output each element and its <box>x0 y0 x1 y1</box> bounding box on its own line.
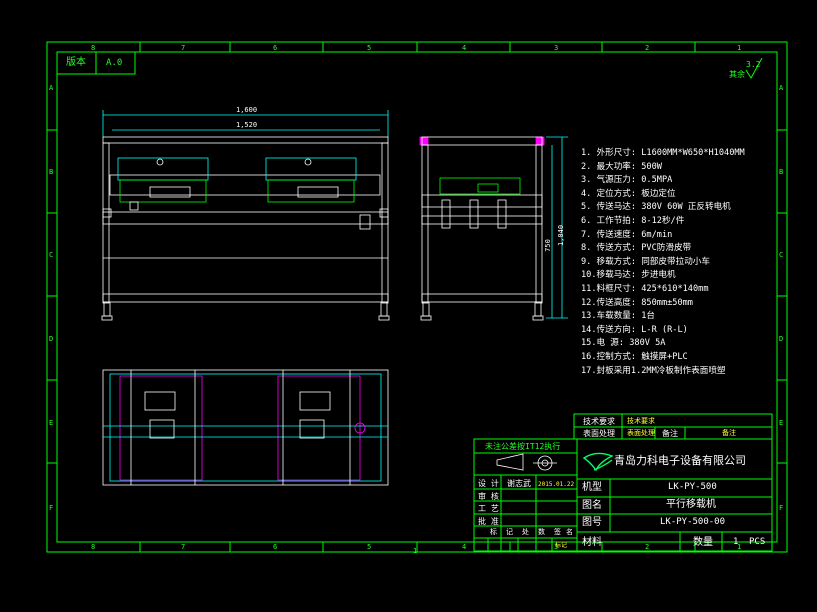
zone-right-a: A <box>779 84 784 92</box>
qty-value: 1 <box>733 537 739 547</box>
approve-label: 批 准 <box>478 517 499 526</box>
drawing-name-label: 图名 <box>582 500 602 511</box>
zone-top-2: 2 <box>645 44 650 52</box>
spec-line: 2. 最大功率: 500W <box>581 161 662 172</box>
zone-right-b: B <box>779 168 784 176</box>
qty-label: 数量 <box>693 537 713 548</box>
zone-left-f: F <box>49 504 54 512</box>
roughness-symbol-icon <box>745 57 763 79</box>
zone-bottom-1: 1 <box>737 543 742 551</box>
dim-inner-length: 1,520 <box>236 121 258 129</box>
title-block-grid <box>473 413 773 552</box>
drawing-frame <box>46 41 788 553</box>
dim-overall-length: 1,600 <box>236 106 258 114</box>
designer-name: 谢志武 <box>507 479 531 488</box>
tolerance-note: 未注公差按IT12执行 <box>485 442 561 451</box>
roughness-value: 3.2 <box>746 60 761 69</box>
drawing-name-value: 平行移载机 <box>666 499 716 510</box>
drawing-no-value: LK-PY-500-00 <box>660 517 726 527</box>
zone-left-e: E <box>49 419 54 427</box>
dim-height-750: 750 <box>543 239 552 252</box>
surface-value: 表面处理 <box>627 429 655 437</box>
company-name: 青岛力科电子设备有限公司 <box>614 454 746 467</box>
zone-bottom-5: 5 <box>367 543 372 551</box>
spec-line: 9. 移载方式: 同部皮带拉动小车 <box>581 256 710 267</box>
spec-line: 6. 工作节拍: 8-12秒/件 <box>581 215 685 226</box>
front-view <box>101 110 390 321</box>
zone-right-e: E <box>779 419 784 427</box>
spec-line: 7. 传送速度: 6m/min <box>581 229 673 240</box>
zone-top-3: 3 <box>554 44 559 52</box>
zone-right-c: C <box>779 251 784 259</box>
version-label: 版本 <box>66 57 86 68</box>
zone-right-d: D <box>779 335 784 343</box>
remark-label: 备注 <box>662 429 678 438</box>
spec-line: 15.电 源: 380V 5A <box>581 338 666 349</box>
qty-unit: PCS <box>749 537 766 547</box>
dim-height-1040: 1,040 <box>557 224 566 247</box>
rev-header-5: 签 <box>554 528 561 536</box>
spec-line: 11.料框尺寸: 425*610*140mm <box>581 283 709 294</box>
design-date: 2015.01.22 <box>538 481 575 488</box>
spec-line: 1. 外形尺寸: L1600MM*W650*H1040MM <box>581 148 745 158</box>
spec-line: 4. 定位方式: 板边定位 <box>581 188 676 199</box>
spec-line: 3. 气源压力: 0.5MPA <box>581 175 673 186</box>
spec-line: 14.传送方向: L-R (R-L) <box>581 324 688 335</box>
projection-symbol-icon <box>496 453 557 471</box>
remark-value: 备注 <box>722 429 736 437</box>
zone-bottom-3: 3 <box>554 543 559 551</box>
spec-line: 13.车载数量: 1台 <box>581 311 656 322</box>
company-logo-icon <box>582 452 614 472</box>
rev-value: 标记 <box>555 542 568 549</box>
tech-req-value: 技术要求 <box>627 417 655 425</box>
roughness-note: 其余 <box>729 70 745 79</box>
spec-line: 5. 传送马达: 380V 60W 正反转电机 <box>581 202 731 213</box>
design-label: 设 计 <box>478 479 499 488</box>
drawing-no-label: 图号 <box>582 517 602 528</box>
zone-top-7: 7 <box>181 44 186 52</box>
model-label: 机型 <box>582 482 602 493</box>
zone-bottom-2: 2 <box>645 543 650 551</box>
version-value: A.0 <box>106 58 123 68</box>
rev-header-6: 名 <box>566 528 573 536</box>
zone-right-f: F <box>779 504 784 512</box>
zone-left-d: D <box>49 335 54 343</box>
zone-top-1: 1 <box>737 44 742 52</box>
spec-line: 17.封板采用1.2MM冷板制作表面喷塑 <box>581 365 726 376</box>
zone-top-5: 5 <box>367 44 372 52</box>
spec-line: 10.移载马达: 步进电机 <box>581 270 676 281</box>
zone-bottom-8: 8 <box>91 543 96 551</box>
process-label: 工 艺 <box>478 504 499 513</box>
side-view <box>419 136 568 321</box>
review-label: 审 核 <box>478 492 499 501</box>
zone-left-c: C <box>49 251 54 259</box>
spec-line: 16.控制方式: 触摸屏+PLC <box>581 351 688 362</box>
zone-left-a: A <box>49 84 54 92</box>
rev-header-2: 记 <box>506 528 513 536</box>
technical-specs-list: 1. 外形尺寸: L1600MM*W650*H1040MM 2. 最大功率: 5… <box>581 147 771 378</box>
zone-bottom-7: 7 <box>181 543 186 551</box>
top-view <box>102 369 389 486</box>
surface-label: 表面处理 <box>583 429 615 438</box>
rev-header-1: 标 <box>490 528 497 536</box>
zone-top-6: 6 <box>273 44 278 52</box>
bottom-center-mark: 1 <box>413 547 418 555</box>
tech-req-label: 技术要求 <box>583 417 615 426</box>
rev-header-3: 处 <box>522 528 529 536</box>
zone-ticks <box>47 42 787 552</box>
zone-left-b: B <box>49 168 54 176</box>
spec-line: 12.传送高度: 850mm±50mm <box>581 297 693 308</box>
zone-top-8: 8 <box>91 44 96 52</box>
zone-bottom-6: 6 <box>273 543 278 551</box>
spec-line: 8. 传送方式: PVC防滑皮带 <box>581 243 692 254</box>
zone-top-4: 4 <box>462 44 467 52</box>
rev-header-4: 数 <box>538 528 545 536</box>
material-label: 材料 <box>582 537 602 548</box>
zone-bottom-4: 4 <box>462 543 467 551</box>
model-value: LK-PY-500 <box>668 482 717 492</box>
